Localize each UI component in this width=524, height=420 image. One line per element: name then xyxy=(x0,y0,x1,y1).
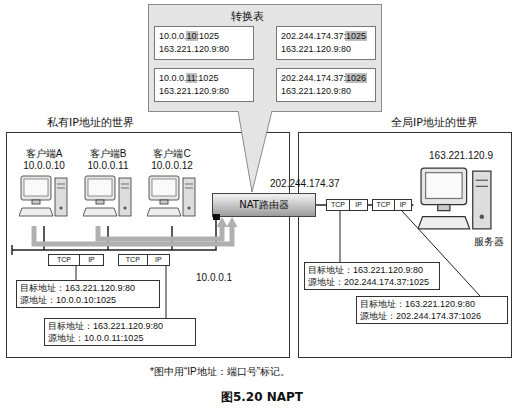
arrow-head xyxy=(227,217,238,227)
connector-line xyxy=(261,42,270,45)
server-pc: 163.221.120.9 服务器 xyxy=(414,150,508,250)
connector-line xyxy=(166,266,167,318)
address-line: 目标地址：163.221.120.9:80 xyxy=(308,264,436,276)
header-field: TCP xyxy=(49,255,80,265)
arrow-head xyxy=(269,39,276,48)
connector-line xyxy=(34,226,232,244)
header-field: TCP xyxy=(119,255,148,265)
ip-address-label: 202.244.174.37 xyxy=(270,178,340,190)
packet: TCPIP xyxy=(118,254,170,266)
server-icon xyxy=(418,165,494,235)
address-port: 10.0.0.10:1025 xyxy=(155,30,253,43)
header-field: IP xyxy=(350,200,367,210)
arrow-connector xyxy=(254,81,276,90)
address-box: 目标地址：163.221.120.9:80源地址：202.244.174.37:… xyxy=(304,262,440,290)
address-line: 目标地址：163.221.120.9:80 xyxy=(360,298,504,310)
table-entry: 10.0.0.10:1025163.221.120.9:80 xyxy=(154,26,254,60)
address-port: 202.244.174.37:1026 xyxy=(277,72,375,85)
arrow-head xyxy=(254,81,261,90)
arrow-head xyxy=(269,81,276,90)
packet: TCPIP xyxy=(48,254,104,266)
table-title: 转换表 xyxy=(231,10,264,23)
client-pc: 客户端B10.0.0.11 xyxy=(80,148,136,226)
address-port: 163.221.120.9:80 xyxy=(155,85,253,98)
arrow-head xyxy=(407,201,414,209)
callout-tail-outline xyxy=(238,111,272,192)
callout-tail-fill xyxy=(238,110,272,192)
arrow-head xyxy=(217,217,228,227)
address-line: 源地址：202.244.174.37:1026 xyxy=(360,310,504,322)
address-box: 目标地址：163.221.120.9:80源地址：10.0.0.11:1025 xyxy=(44,318,196,346)
router-name: NAT路由器 xyxy=(239,199,289,211)
callout-box: 转换表10.0.0.10:1025163.221.120.9:80202.244… xyxy=(148,4,382,112)
computer-icon xyxy=(83,174,133,220)
header-field: IP xyxy=(395,200,411,210)
connector-line xyxy=(76,266,77,280)
client-name: 客户端B xyxy=(80,148,136,160)
leader-line xyxy=(340,211,341,262)
leader-line xyxy=(76,266,77,280)
leader-line xyxy=(166,266,167,318)
connector-line xyxy=(261,84,270,87)
address-line: 目标地址：163.221.120.9:80 xyxy=(48,320,192,332)
table-entry: 202.244.174.37:1025163.221.120.9:80 xyxy=(276,26,376,60)
arrow-connector xyxy=(316,201,414,209)
ip-address: 10.0.0.11 xyxy=(80,160,136,172)
computer-icon xyxy=(19,174,69,220)
figure-caption: 图5.20 NAPT xyxy=(0,390,524,405)
table-entry: 202.244.174.37:1026163.221.120.9:80 xyxy=(276,68,376,102)
address-line: 源地址：10.0.0.10:1025 xyxy=(20,294,156,306)
address-port: 163.221.120.9:80 xyxy=(277,43,375,56)
address-port: 163.221.120.9:80 xyxy=(155,43,253,56)
arrow-connector xyxy=(254,39,276,48)
network-region: 全局IP地址的世界163.221.120.9服务器TCPIPTCPIP目标地址：… xyxy=(298,132,512,358)
address-box: 目标地址：163.221.120.9:80源地址：202.244.174.37:… xyxy=(356,296,508,324)
address-port: 202.244.174.37:1025 xyxy=(277,30,375,43)
address-port: 10.0.0.11:1025 xyxy=(155,72,253,85)
connector-line xyxy=(98,226,222,239)
arrow-connector xyxy=(98,217,228,239)
arrow-connector xyxy=(34,217,238,244)
address-line: 目标地址：163.221.120.9:80 xyxy=(20,282,156,294)
address-port: 163.221.120.9:80 xyxy=(277,85,375,98)
connector-line xyxy=(340,211,341,262)
region-heading: 全局IP地址的世界 xyxy=(391,116,478,130)
client-pc: 客户端A10.0.0.10 xyxy=(16,148,72,226)
leader-line xyxy=(402,211,480,296)
connector-line xyxy=(402,211,480,296)
address-box: 目标地址：163.221.120.9:80源地址：10.0.0.10:1025 xyxy=(16,280,160,308)
nat-router: NAT路由器 xyxy=(212,193,316,217)
header-field: TCP xyxy=(327,200,350,210)
ip-address: 10.0.0.12 xyxy=(144,160,200,172)
address-line: 源地址：10.0.0.11:1025 xyxy=(48,332,192,344)
connector-line xyxy=(316,204,408,205)
server-name: 服务器 xyxy=(474,236,504,248)
arrow-head xyxy=(254,39,261,48)
client-name: 客户端A xyxy=(16,148,72,160)
packet: TCPIP xyxy=(372,199,412,211)
table-entry: 10.0.0.11:1025163.221.120.9:80 xyxy=(154,68,254,102)
computer-icon xyxy=(147,174,197,220)
header-field: IP xyxy=(148,255,169,265)
header-field: IP xyxy=(80,255,103,265)
ip-address-label: 10.0.0.1 xyxy=(196,272,232,284)
header-field: TCP xyxy=(373,200,395,210)
packet: TCPIP xyxy=(326,199,368,211)
ip-address: 10.0.0.10 xyxy=(16,160,72,172)
client-name: 客户端C xyxy=(144,148,200,160)
address-line: 源地址：202.244.174.37:1025 xyxy=(308,276,436,288)
ip-address: 163.221.120.9 xyxy=(414,150,508,162)
region-heading: 私有IP地址的世界 xyxy=(47,116,134,130)
client-pc: 客户端C10.0.0.12 xyxy=(144,148,200,226)
footnote: *图中用“IP地址：端口号”标记。 xyxy=(150,366,290,378)
